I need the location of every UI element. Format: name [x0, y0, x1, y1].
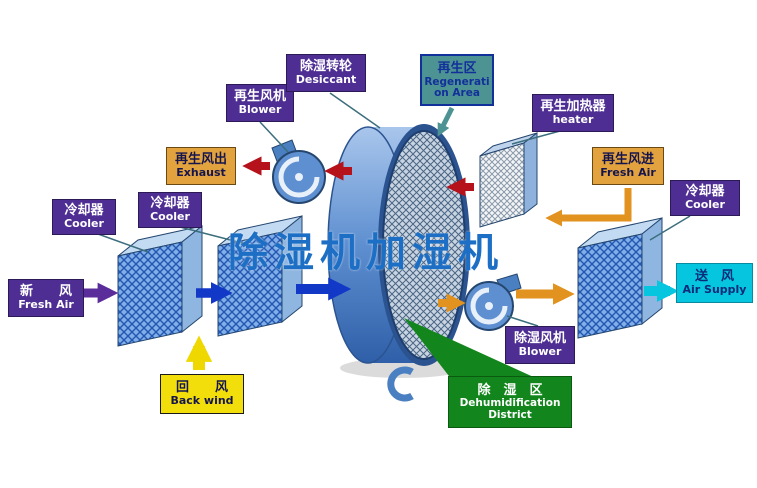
- label-cooler-2: 冷却器 Cooler: [138, 192, 202, 228]
- cooler-block-2: [217, 214, 303, 337]
- dehumid-area-wedge: [404, 318, 540, 380]
- arrow-regen-area: [437, 106, 455, 137]
- label-regen-blower-cn: 再生风机: [233, 88, 286, 104]
- diagram-title: 除湿机加湿机: [228, 230, 504, 276]
- label-cooler-right: 冷却器 Cooler: [670, 180, 740, 216]
- leader-lines: [97, 92, 691, 327]
- leader-cooler-right: [649, 215, 691, 241]
- label-back-wind-cn: 回 风: [175, 379, 228, 395]
- label-exhaust-cn: 再生风出: [174, 151, 227, 167]
- label-air-supply-cn: 送 风: [694, 268, 734, 284]
- label-desiccant: 除湿转轮 Desiccant: [286, 54, 366, 92]
- label-regen-area: 再生区 Regeneration Area: [420, 54, 494, 106]
- label-regen-area-en: Regeneration Area: [424, 75, 490, 99]
- label-cooler-right-en: Cooler: [685, 198, 725, 212]
- label-dehumid-area: 除 湿 区 Dehumidification District: [448, 376, 572, 428]
- label-cooler-2-cn: 冷却器: [150, 195, 190, 211]
- label-dehumid-blower: 除湿风机 Blower: [505, 326, 575, 364]
- label-exhaust: 再生风出 Exhaust: [166, 147, 236, 185]
- leader-cooler2: [179, 226, 247, 245]
- regen-fan: [271, 139, 326, 204]
- label-regen-area-cn: 再生区: [437, 61, 477, 77]
- label-fresh-air-in-en: Fresh Air: [18, 298, 74, 312]
- label-dehumid-blower-cn: 除湿风机: [513, 330, 566, 346]
- label-back-wind-en: Back wind: [170, 394, 234, 408]
- label-cooler-1-en: Cooler: [64, 217, 104, 231]
- label-regen-fresh-air-cn: 再生风进: [601, 151, 654, 167]
- label-air-supply: 送 风 Air Supply: [676, 263, 753, 303]
- label-desiccant-en: Desiccant: [295, 73, 357, 87]
- flow-arrows: [84, 106, 679, 370]
- leader-cooler1: [97, 233, 149, 253]
- label-exhaust-en: Exhaust: [176, 166, 226, 180]
- label-heater-en: heater: [552, 113, 594, 127]
- label-dehumid-blower-en: Blower: [518, 345, 562, 359]
- label-dehumid-area-cn: 除 湿 区: [477, 382, 543, 398]
- leader-dehumid-blower: [506, 315, 539, 327]
- heater-box: [479, 131, 538, 228]
- wheel-drain-clip: [387, 366, 414, 402]
- label-regen-fresh-air: 再生风进 Fresh Air: [592, 147, 664, 185]
- label-dehumid-area-en: Dehumidification District: [459, 397, 561, 421]
- label-cooler-right-cn: 冷却器: [685, 183, 725, 199]
- leader-heater: [511, 130, 561, 145]
- label-air-supply-en: Air Supply: [682, 283, 747, 297]
- label-cooler-2-en: Cooler: [150, 210, 190, 224]
- cooler-block-1: [117, 224, 203, 347]
- arrow-regen-air-heater: [545, 188, 632, 227]
- dehumid-fan: [464, 273, 522, 331]
- leader-regen-blower: [259, 121, 289, 153]
- label-regen-fresh-air-en: Fresh Air: [600, 166, 656, 180]
- label-regen-blower-en: Blower: [238, 103, 282, 117]
- label-desiccant-cn: 除湿转轮: [299, 58, 352, 74]
- label-fresh-air-in: 新 风 Fresh Air: [8, 279, 84, 317]
- label-cooler-1: 冷却器 Cooler: [52, 199, 116, 235]
- label-heater: 再生加热器 heater: [532, 94, 614, 132]
- label-regen-blower: 再生风机 Blower: [226, 84, 294, 122]
- label-fresh-air-in-cn: 新 风: [19, 283, 72, 299]
- label-heater-cn: 再生加热器: [540, 98, 606, 114]
- cooler-block-right: [577, 216, 663, 339]
- label-back-wind: 回 风 Back wind: [160, 374, 244, 414]
- leader-desiccant: [329, 92, 381, 129]
- label-cooler-1-cn: 冷却器: [64, 202, 104, 218]
